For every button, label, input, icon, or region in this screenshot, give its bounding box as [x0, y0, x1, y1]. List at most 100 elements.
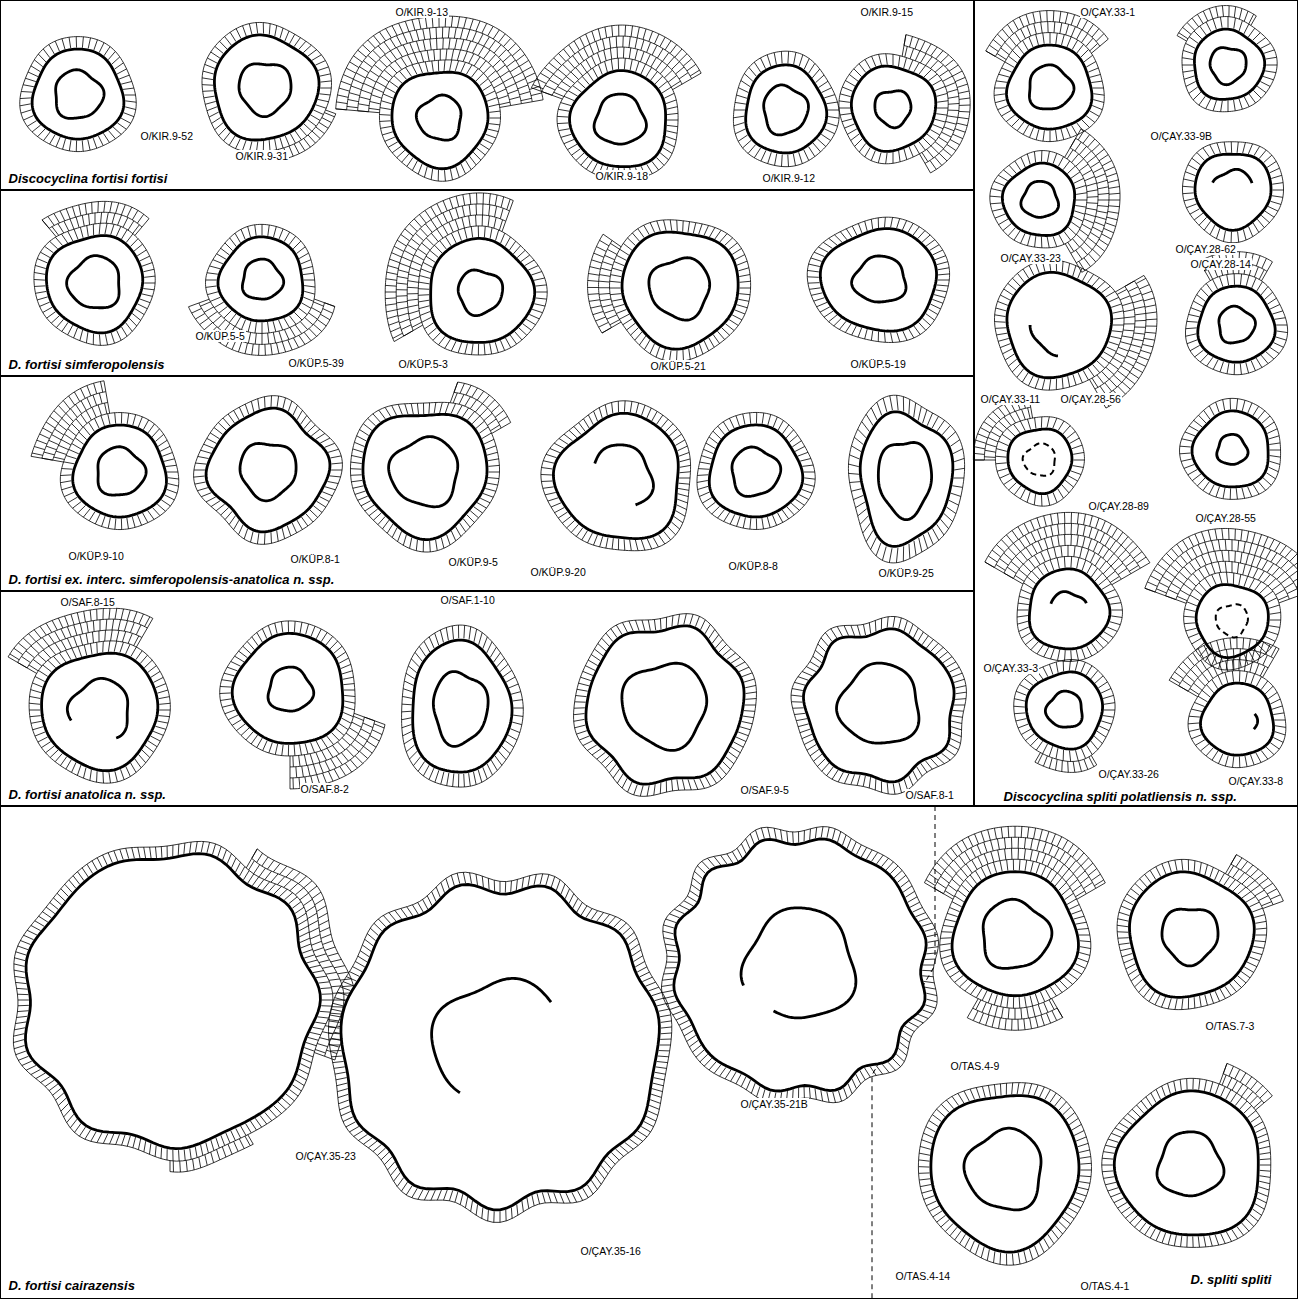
deuteroconch-wall [206, 408, 330, 532]
deuteroconch-wall [622, 232, 738, 349]
embryon-drawing [1185, 252, 1287, 375]
embryon-drawing [733, 51, 839, 167]
protoconch-wall [732, 447, 781, 496]
chamberlet-ring [202, 22, 336, 160]
deuteroconch-wall [1192, 411, 1268, 487]
chamberlet-ring [733, 51, 839, 167]
embryon-drawing [839, 35, 970, 173]
chamberlet-ring [995, 260, 1157, 408]
embryon-drawing [194, 396, 343, 545]
protoconch-wall [67, 256, 119, 308]
chamberlet-ring [1185, 252, 1287, 375]
chamberlet-ring [385, 193, 547, 355]
protoconch-wall [458, 270, 503, 316]
deuteroconch-wall [820, 229, 936, 332]
chamberlet-ring [531, 25, 701, 179]
embryon-drawing [1177, 6, 1277, 112]
species-name: D. spliti spliti [1190, 1272, 1273, 1288]
chamberlet-ring [20, 37, 136, 152]
specimen-label: O/SAF.8-15 [60, 596, 116, 609]
embryon-drawing [202, 22, 336, 160]
specimen-label: O/KIR.9-15 [860, 6, 915, 19]
chamberlet-ring [848, 395, 964, 563]
chamberlet-ring [13, 841, 355, 1172]
chamberlet-ring [791, 617, 966, 795]
specimen-label: O/ÇAY.33-23 [1000, 252, 1062, 265]
deuteroconch-wall [709, 425, 803, 517]
chamberlet-ring [194, 396, 343, 545]
deuteroconch-wall [1196, 585, 1268, 658]
specimen-label: O/ÇAY.35-21B [740, 1098, 809, 1111]
chamberlet-ring [1102, 1063, 1273, 1247]
species-panel: Discocyclina fortisi fortisiO/KIR.9-52O/… [0, 0, 975, 191]
embryon-drawing [220, 621, 385, 789]
protoconch-wall [416, 95, 461, 140]
specimen-label: O/ÇAY.35-16 [580, 1245, 642, 1258]
specimen-label: O/ÇAY.28-62 [1175, 243, 1237, 256]
protoconch-wall [1157, 1132, 1224, 1196]
chamberlet-ring [1180, 398, 1281, 499]
chamberlet-ring [1183, 142, 1284, 243]
protoconch-wall [764, 85, 809, 135]
protoconch-wall [983, 899, 1052, 968]
protoconch-wall [1162, 909, 1218, 966]
protoconch-wall [433, 672, 488, 747]
chamberlet-ring [1014, 660, 1115, 773]
chamberlet-ring [924, 826, 1105, 1030]
specimen-label: O/SAF.8-2 [300, 783, 350, 796]
protoconch-wall [1213, 169, 1252, 183]
embryon-drawing [990, 129, 1120, 273]
protoconch-wall [622, 663, 707, 750]
protoconch-wall [1254, 714, 1258, 729]
protoconch-wall [1217, 434, 1248, 464]
deuteroconch-wall [553, 413, 678, 538]
protoconch-wall [239, 64, 291, 117]
species-panel: D. fortisi anatolica n. ssp.O/SAF.8-15O/… [0, 590, 975, 807]
embryon-drawing [1183, 142, 1284, 243]
embryon-drawing [541, 401, 691, 551]
protoconch-wall [852, 256, 906, 302]
embryon-drawing [1117, 855, 1283, 1010]
deuteroconch-wall [73, 425, 167, 517]
deuteroconch-wall [413, 640, 512, 772]
deuteroconch-wall [1194, 29, 1264, 99]
deuteroconch-wall [341, 884, 659, 1209]
specimen-label: O/ÇAY.33-8 [1228, 775, 1284, 788]
deuteroconch-wall [1008, 429, 1072, 494]
chamberlet-ring [402, 625, 524, 787]
embryon-drawing [20, 37, 136, 152]
embryon-drawing [807, 217, 949, 342]
chamberlet-ring [986, 11, 1108, 142]
specimen-label: O/KIR.9-31 [235, 150, 290, 163]
deuteroconch-wall [1201, 683, 1274, 755]
embryon-drawing [791, 617, 966, 795]
deuteroconch-wall [860, 412, 953, 547]
protoconch-wall [240, 443, 296, 500]
chamberlet-ring [697, 412, 815, 529]
specimen-label: O/ÇAY.28-55 [1195, 512, 1257, 525]
protoconch-wall [1029, 65, 1074, 109]
specimen-label: O/KIR.9-52 [140, 130, 195, 143]
chamberlet-ring [839, 35, 970, 173]
chamberlet-ring [189, 224, 335, 355]
chamberlet-ring [8, 608, 170, 783]
embryon-drawing [34, 201, 155, 345]
protoconch-wall [1216, 604, 1248, 637]
protoconch-wall [1021, 181, 1059, 217]
chamberlet-ring [31, 381, 179, 530]
deuteroconch-wall [32, 49, 124, 139]
species-name: D. fortisi ex. interc. simferopolensis-a… [8, 572, 336, 588]
deuteroconch-wall [1026, 672, 1102, 749]
deuteroconch-wall [804, 629, 955, 782]
deuteroconch-wall [952, 872, 1078, 996]
deuteroconch-wall [1007, 45, 1092, 129]
deuteroconch-wall [1002, 163, 1074, 235]
deuteroconch-wall [218, 237, 303, 321]
specimen-label: O/ÇAY.33-1 [1080, 6, 1136, 19]
protoconch-wall [1210, 48, 1246, 85]
chamberlet-ring [541, 401, 691, 551]
specimen-label: O/KIR.9-12 [762, 172, 817, 185]
embryon-drawing [588, 220, 751, 362]
deuteroconch-wall [25, 854, 320, 1149]
